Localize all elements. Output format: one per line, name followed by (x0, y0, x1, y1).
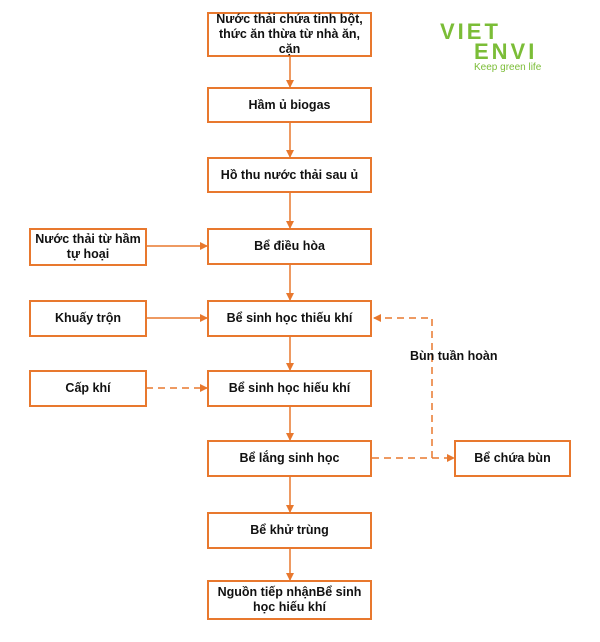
node-sludge-tank: Bể chứa bùn (454, 440, 571, 477)
node-septic-wastewater: Nước thải từ hầm tự hoại (29, 228, 147, 266)
node-biogas-digester: Hầm ủ biogas (207, 87, 372, 123)
arrow-sludge-recycle (373, 314, 433, 458)
node-equalization-tank: Bể điều hòa (207, 228, 372, 265)
logo-tagline: Keep green life (474, 62, 542, 73)
node-settling-tank: Bể lắng sinh học (207, 440, 372, 477)
logo-line-envi: ENVI (474, 39, 538, 64)
node-mixing: Khuấy trộn (29, 300, 147, 337)
node-disinfection-tank: Bể khử trùng (207, 512, 372, 549)
node-collection-pond: Hồ thu nước thải sau ủ (207, 157, 372, 193)
node-receiver: Nguồn tiếp nhậnBể sinh học hiếu khí (207, 580, 372, 620)
node-air-supply: Cấp khí (29, 370, 147, 407)
node-anoxic-tank: Bể sinh học thiếu khí (207, 300, 372, 337)
node-input-wastewater: Nước thải chứa tinh bột, thức ăn thừa từ… (207, 12, 372, 57)
edge-label-sludge-recycle: Bùn tuần hoàn (410, 349, 498, 363)
node-aerobic-tank: Bể sinh học hiếu khí (207, 370, 372, 407)
vietenvi-logo: VIET ENVI Keep green life (440, 19, 548, 74)
logo-line-viet: VIET (440, 19, 501, 44)
